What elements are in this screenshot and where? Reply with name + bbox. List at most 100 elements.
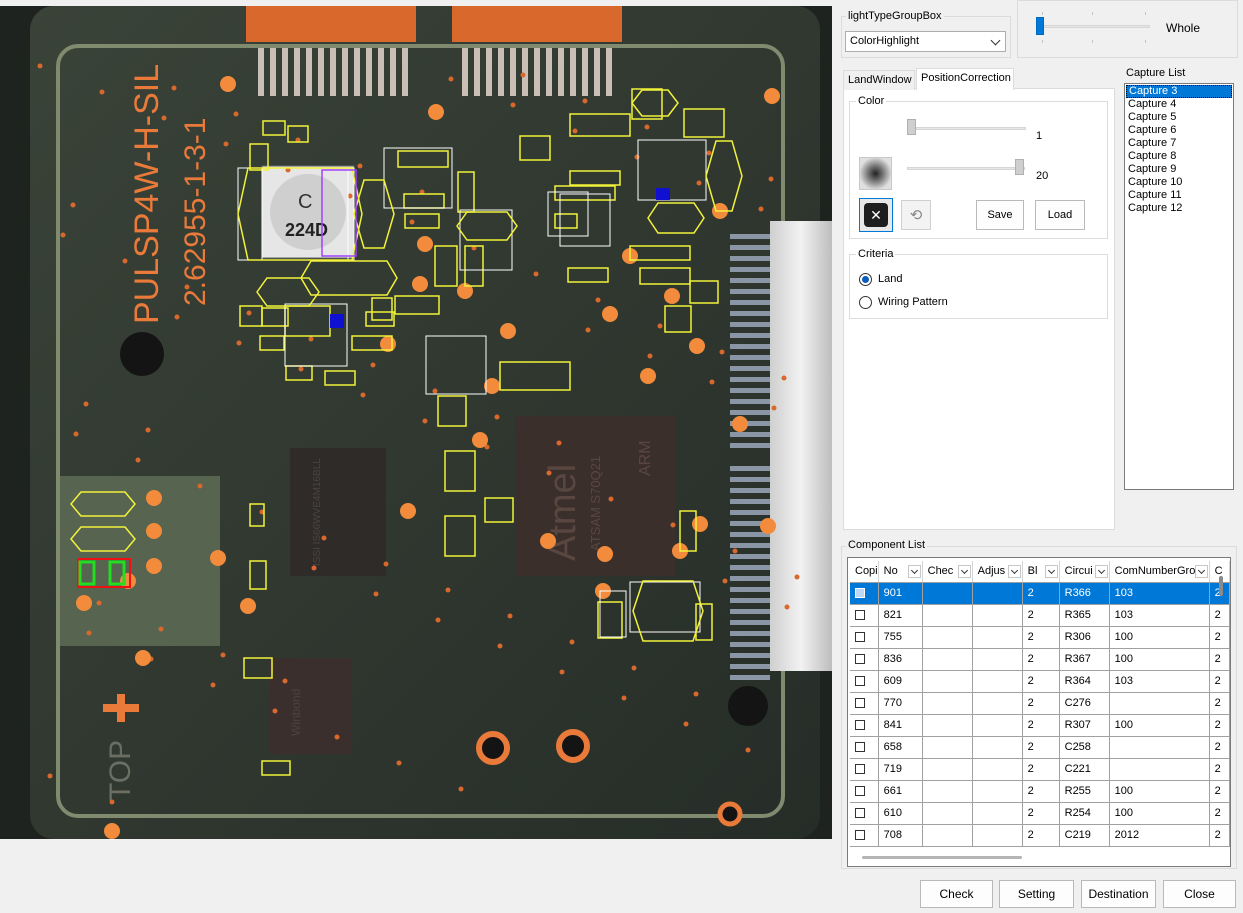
horizontal-scrollbar-thumb[interactable] [862,856,1022,859]
column-header[interactable]: Chec [922,561,973,583]
vertical-scrollbar-thumb[interactable] [1219,576,1223,596]
silk-top-label: TOP [104,740,137,801]
check-button[interactable]: Check [920,880,993,908]
row-copy-checkbox-cell[interactable] [850,692,879,715]
load-button[interactable]: Load [1035,200,1085,230]
checkbox[interactable] [855,786,865,797]
checkbox[interactable] [855,830,865,841]
row-copy-checkbox-cell[interactable] [850,758,879,781]
color-slider-1-thumb[interactable] [907,119,916,135]
light-type-select[interactable]: ColorHighlight [845,31,1006,52]
row-copy-checkbox-cell[interactable] [850,802,879,825]
checkbox[interactable] [855,764,865,775]
criteria-wiring-label[interactable]: Wiring Pattern [878,296,948,308]
table-cell: 2 [1022,714,1060,737]
capture-list-item[interactable]: Capture 12 [1128,202,1183,214]
checkbox[interactable] [855,808,865,819]
checkbox[interactable] [855,654,865,665]
checkbox[interactable] [855,720,865,731]
row-copy-checkbox-cell[interactable] [850,626,879,649]
column-header[interactable]: Adjus [972,561,1023,583]
undo-button[interactable]: ⟲ [901,200,931,230]
connector-pin [730,598,770,603]
chevron-down-icon[interactable] [1007,565,1021,578]
column-header[interactable]: Copi [850,561,879,583]
color-slider-1-track[interactable] [908,127,1026,130]
tab-land-window[interactable]: LandWindow [843,70,915,90]
via [396,760,402,766]
row-copy-checkbox-cell[interactable] [850,648,879,671]
capture-list-item[interactable]: Capture 8 [1128,150,1177,162]
row-copy-checkbox-cell[interactable] [850,714,879,737]
row-copy-checkbox-cell[interactable] [850,582,879,605]
checkbox[interactable] [855,588,865,599]
view-slider-thumb[interactable] [1036,17,1044,35]
reset-button[interactable]: ✕ [859,198,893,232]
tab-position-correction[interactable]: PositionCorrection [916,68,1014,90]
color-slider-2-track[interactable] [907,167,1025,170]
column-header[interactable]: C [1209,561,1230,583]
pcb-image-view[interactable]: PULSP4W-H-SIL 2.62955-1-3-1 TOP Atmel AT… [0,6,832,839]
capture-list-item[interactable]: Capture 5 [1128,111,1177,123]
capture-list-item[interactable]: Capture 3 [1126,85,1232,98]
chevron-down-icon[interactable] [907,565,921,578]
checkbox[interactable] [855,698,865,709]
capture-list-item[interactable]: Capture 9 [1128,163,1177,175]
capture-list-item[interactable]: Capture 11 [1128,189,1182,201]
criteria-land-radio[interactable] [859,273,872,286]
chevron-down-icon[interactable] [1194,565,1208,578]
component-overlay-box [519,135,551,161]
via [174,314,180,320]
column-header[interactable]: ComNumberGro [1109,561,1210,583]
row-copy-checkbox-cell[interactable] [850,824,879,847]
checkbox[interactable] [855,742,865,753]
criteria-wiring-radio[interactable] [859,296,872,309]
view-slider-track[interactable] [1038,25,1150,28]
capture-list-item[interactable]: Capture 4 [1128,98,1177,110]
checkbox[interactable] [855,676,865,687]
color-slider-2-thumb[interactable] [1015,159,1024,175]
setting-button[interactable]: Setting [999,880,1074,908]
chevron-down-icon[interactable] [1044,565,1058,578]
capture-list-item[interactable]: Capture 6 [1128,124,1177,136]
capture-list-item[interactable]: Capture 10 [1128,176,1183,188]
checkbox[interactable] [855,610,865,621]
row-copy-checkbox-cell[interactable] [850,736,879,759]
checkbox[interactable] [855,632,865,643]
column-header[interactable]: Bl [1022,561,1060,583]
via [99,89,105,95]
table-cell: 2 [1022,582,1060,605]
table-cell: C221 [1059,758,1110,781]
pcb-canvas[interactable]: PULSP4W-H-SIL 2.62955-1-3-1 TOP Atmel AT… [0,6,832,839]
destination-button[interactable]: Destination [1081,880,1156,908]
column-header[interactable]: Circui [1059,561,1110,583]
row-copy-checkbox-cell[interactable] [850,670,879,693]
row-copy-checkbox-cell[interactable] [850,780,879,803]
ribbon-connector [770,221,832,671]
close-button[interactable]: Close [1163,880,1236,908]
chevron-down-icon[interactable] [1094,565,1108,578]
test-pad [597,546,613,562]
via [657,323,663,329]
column-header[interactable]: No [878,561,923,583]
row-copy-checkbox-cell[interactable] [850,604,879,627]
criteria-land-label[interactable]: Land [878,273,903,285]
via [422,418,428,424]
capture-list-item[interactable]: Capture 7 [1128,137,1177,149]
save-button[interactable]: Save [976,200,1024,230]
chevron-down-icon[interactable] [957,565,971,578]
